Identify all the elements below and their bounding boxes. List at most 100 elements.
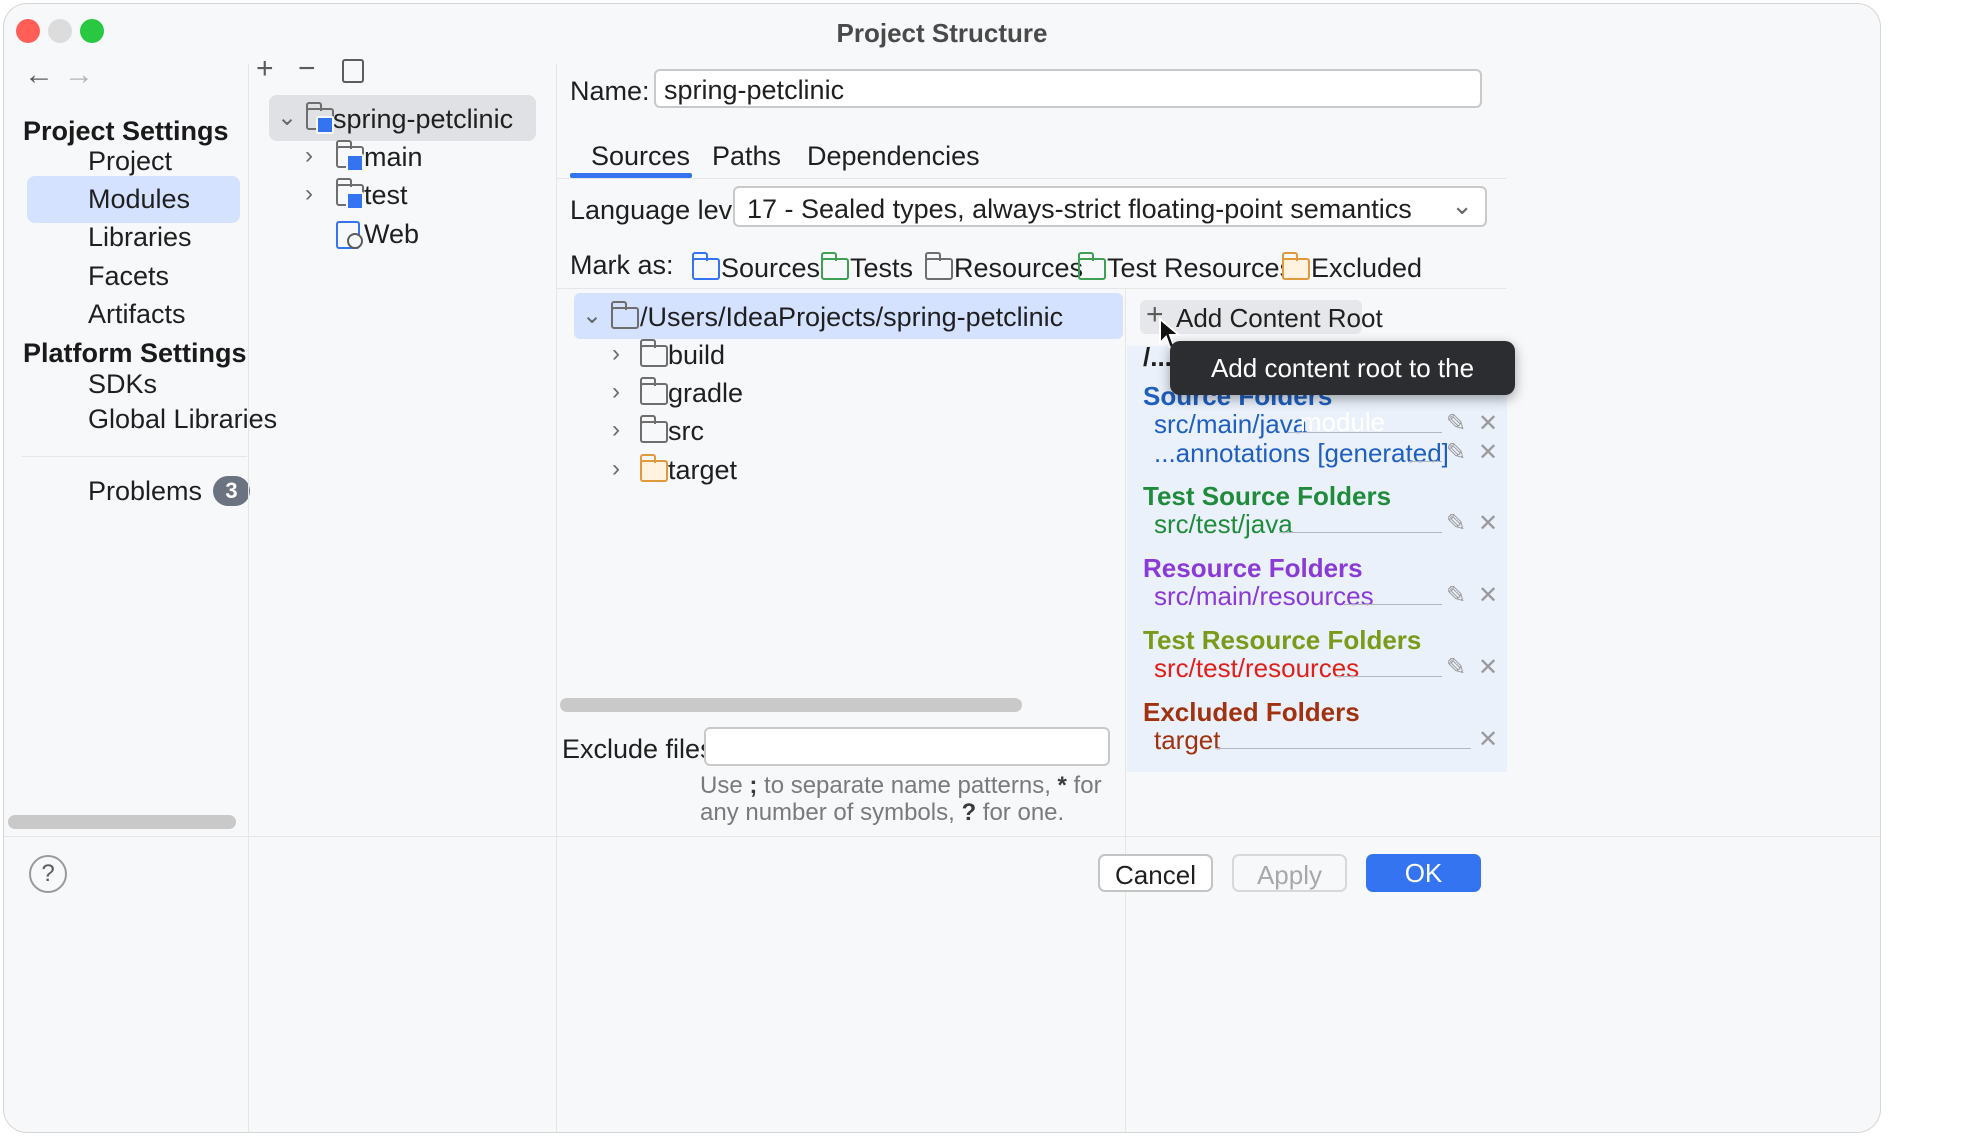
- test-source-folder-entry[interactable]: src/test/java: [1154, 509, 1293, 539]
- nav-item-sdks[interactable]: SDKs: [88, 369, 158, 399]
- mark-as-sources-button[interactable]: Sources: [690, 251, 820, 285]
- tab-sources[interactable]: Sources: [591, 141, 691, 171]
- tree-item-label: target: [668, 455, 738, 485]
- chevron-right-icon[interactable]: ›: [305, 142, 313, 169]
- nav-item-global-libraries[interactable]: Global Libraries: [88, 404, 278, 434]
- nav-item-project[interactable]: Project: [88, 146, 173, 176]
- help-icon[interactable]: ?: [29, 855, 67, 893]
- edit-pencil-icon[interactable]: ✎: [1446, 582, 1467, 609]
- nav-scrollbar[interactable]: [8, 815, 236, 829]
- mark-as-test-resources-button[interactable]: Test Resources: [1076, 251, 1293, 285]
- tree-splitter[interactable]: [556, 64, 557, 1132]
- nav-item-libraries[interactable]: Libraries: [88, 222, 192, 252]
- cancel-button[interactable]: Cancel: [1098, 854, 1213, 892]
- nav-splitter[interactable]: [248, 64, 249, 1132]
- chevron-right-icon[interactable]: ›: [612, 340, 620, 367]
- nav-item-modules[interactable]: Modules: [27, 176, 240, 223]
- zoom-window-button[interactable]: [80, 19, 104, 43]
- title-bar: Project Structure: [4, 4, 1880, 58]
- content-root-path: /...: [1143, 342, 1172, 372]
- entry-underline: [1336, 676, 1442, 677]
- remove-module-icon[interactable]: −: [298, 52, 316, 85]
- remove-x-icon[interactable]: ✕: [1478, 439, 1499, 466]
- name-label: Name:: [570, 76, 650, 106]
- language-level-select[interactable]: 17 - Sealed types, always-strict floatin…: [733, 186, 1487, 227]
- ok-button[interactable]: OK: [1366, 854, 1481, 892]
- remove-x-icon[interactable]: ✕: [1478, 510, 1499, 537]
- remove-x-icon[interactable]: ✕: [1478, 654, 1499, 681]
- chevron-right-icon[interactable]: ›: [612, 455, 620, 482]
- remove-x-icon[interactable]: ✕: [1478, 582, 1499, 609]
- test-resource-folders-heading: Test Resource Folders: [1143, 625, 1422, 655]
- mark-as-excluded-button[interactable]: Excluded: [1280, 251, 1422, 285]
- nav-item-artifacts[interactable]: Artifacts: [88, 299, 186, 329]
- tree-item-label: src: [668, 416, 704, 446]
- test-resource-folder-entry[interactable]: src/test/resources: [1154, 653, 1360, 683]
- tab-dependencies[interactable]: Dependencies: [807, 141, 980, 171]
- tree-item-main[interactable]: › main: [269, 133, 536, 179]
- excluded-folder-icon: [640, 454, 668, 482]
- tree-item-label: test: [364, 180, 408, 210]
- platform-settings-heading: Platform Settings: [23, 338, 247, 368]
- tree-item-gradle[interactable]: › gradle: [574, 369, 1123, 415]
- resource-folders-heading: Resource Folders: [1143, 553, 1363, 583]
- tree-item-src[interactable]: › src: [574, 407, 1123, 453]
- back-arrow-icon[interactable]: ←: [24, 58, 54, 91]
- exclude-files-field[interactable]: [704, 727, 1110, 766]
- resource-folder-entry[interactable]: src/main/resources: [1154, 581, 1374, 611]
- tree-item-target[interactable]: › target: [574, 446, 1123, 492]
- mark-as-tests-button[interactable]: Tests: [819, 251, 914, 285]
- tree-item-label: Web: [364, 219, 420, 249]
- add-content-root-button[interactable]: + Add Content Root: [1140, 298, 1383, 334]
- mark-as-label: Mark as:: [570, 250, 674, 280]
- tree-item-label: build: [668, 340, 726, 370]
- nav-item-facets[interactable]: Facets: [88, 261, 170, 291]
- globe-icon: [347, 233, 363, 249]
- forward-arrow-icon[interactable]: →: [64, 58, 94, 91]
- nav-item-problems[interactable]: Problems: [88, 476, 203, 506]
- apply-button[interactable]: Apply: [1232, 854, 1347, 892]
- entry-underline: [1344, 604, 1442, 605]
- test-source-folders-heading: Test Source Folders: [1143, 481, 1392, 511]
- close-window-button[interactable]: [16, 19, 40, 43]
- source-folder-entry[interactable]: src/main/java: [1154, 409, 1308, 439]
- remove-x-icon[interactable]: ✕: [1478, 726, 1499, 753]
- chevron-right-icon[interactable]: ›: [305, 180, 313, 207]
- excluded-folder-entry[interactable]: target: [1154, 725, 1221, 755]
- edit-pencil-icon[interactable]: ✎: [1446, 410, 1467, 437]
- chevron-right-icon[interactable]: ›: [612, 416, 620, 443]
- tree-item-web[interactable]: Web: [269, 210, 536, 256]
- chevron-down-icon: ⌄: [1451, 190, 1473, 220]
- window-title: Project Structure: [836, 18, 1048, 48]
- chevron-down-icon[interactable]: ⌄: [277, 104, 298, 131]
- tree-item-spring-petclinic[interactable]: ⌄ spring-petclinic: [269, 95, 536, 141]
- content-tree-scrollbar[interactable]: [560, 698, 1022, 712]
- remove-x-icon[interactable]: ✕: [1478, 410, 1499, 437]
- chevron-right-icon[interactable]: ›: [612, 378, 620, 405]
- folder-icon: [640, 377, 668, 405]
- project-settings-heading: Project Settings: [23, 116, 229, 146]
- module-name-field[interactable]: spring-petclinic: [654, 69, 1482, 108]
- language-level-label: Language level:: [570, 195, 761, 225]
- add-content-root-tooltip: Add content root to the module: [1170, 341, 1515, 437]
- problems-count-badge: 3: [213, 476, 250, 506]
- entry-underline: [1279, 532, 1442, 533]
- active-tab-indicator: [570, 173, 692, 178]
- tree-item-label: gradle: [668, 378, 744, 408]
- tree-item-label: /Users/IdeaProjects/spring-petclinic: [640, 302, 1064, 332]
- tree-item-content-root[interactable]: ⌄ /Users/IdeaProjects/spring-petclinic: [574, 293, 1123, 339]
- source-folder-entry[interactable]: ...annotations [generated]: [1154, 438, 1449, 468]
- content-root-splitter[interactable]: [1125, 288, 1126, 1132]
- mark-as-resources-button[interactable]: Resources: [923, 251, 1083, 285]
- edit-pencil-icon[interactable]: ✎: [1446, 654, 1467, 681]
- minimize-window-button[interactable]: [48, 19, 72, 43]
- edit-pencil-icon[interactable]: ✎: [1446, 439, 1467, 466]
- edit-pencil-icon[interactable]: ✎: [1446, 510, 1467, 537]
- add-module-icon[interactable]: +: [256, 52, 274, 85]
- test-resources-folder-icon: [1078, 252, 1106, 280]
- tree-item-build[interactable]: › build: [574, 331, 1123, 377]
- chevron-down-icon[interactable]: ⌄: [582, 302, 603, 329]
- tab-paths[interactable]: Paths: [712, 141, 782, 171]
- tree-item-test[interactable]: › test: [269, 171, 536, 217]
- copy-icon[interactable]: [342, 59, 364, 83]
